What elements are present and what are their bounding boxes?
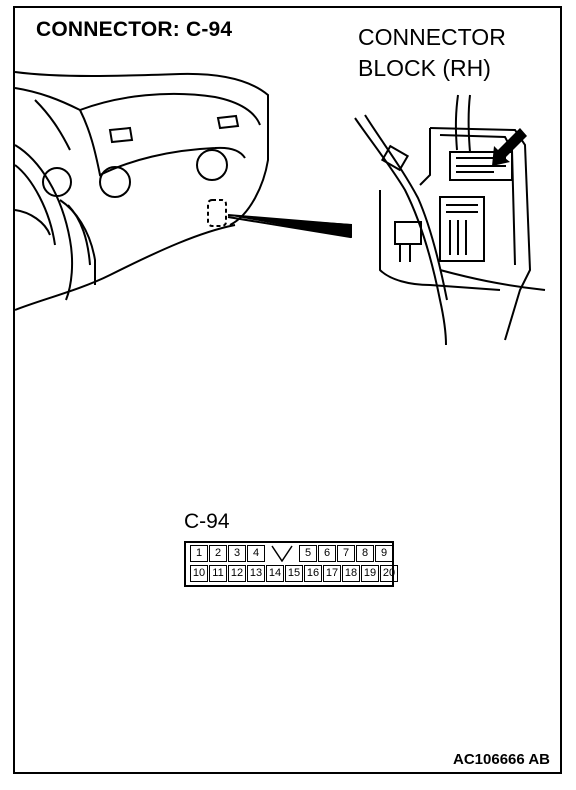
bracket-top — [429, 127, 532, 341]
connector-face: 1 2 3 4 5 6 7 8 9 10 11 12 13 14 15 16 1… — [184, 541, 398, 587]
lower-line — [439, 269, 546, 291]
wires-top — [454, 94, 459, 151]
pin: 20 — [380, 565, 398, 582]
gauge-right — [196, 149, 228, 181]
pin: 6 — [318, 545, 336, 562]
upper-connector — [449, 151, 513, 181]
pin: 14 — [266, 565, 284, 582]
pin: 4 — [247, 545, 265, 562]
pin: 16 — [304, 565, 322, 582]
block-label-line2: BLOCK (RH) — [358, 55, 491, 81]
steering-wheel-outer — [14, 144, 74, 301]
figure-frame — [13, 6, 562, 774]
pin: 12 — [228, 565, 246, 582]
bracket-side — [419, 128, 431, 186]
pin: 15 — [285, 565, 303, 582]
relay-box — [394, 221, 422, 245]
pin: 18 — [342, 565, 360, 582]
pin: 7 — [337, 545, 355, 562]
pin: 8 — [356, 545, 374, 562]
gauge-center — [99, 166, 131, 198]
connector-row-2: 10 11 12 13 14 15 16 17 18 19 20 — [190, 565, 399, 582]
vent-left — [108, 126, 134, 144]
connector-row-1: 1 2 3 4 5 6 7 8 9 — [190, 545, 394, 562]
connector-id-label: C-94 — [184, 510, 230, 533]
pin: 13 — [247, 565, 265, 582]
pin: 1 — [190, 545, 208, 562]
pin: 10 — [190, 565, 208, 582]
pin: 5 — [299, 545, 317, 562]
harness-main-2 — [364, 114, 448, 301]
figure-code: AC106666 AB — [453, 751, 550, 768]
pin: 17 — [323, 565, 341, 582]
lower-panel — [59, 199, 96, 285]
wires-top-2 — [467, 94, 471, 153]
connector-key-notch — [269, 545, 295, 562]
pin: 19 — [361, 565, 379, 582]
steering-spoke — [14, 209, 51, 236]
connector-block-label: CONNECTOR BLOCK (RH) — [358, 22, 506, 84]
cluster-top — [34, 99, 71, 151]
lower-connector — [439, 196, 485, 262]
steering-wheel-inner — [14, 164, 56, 246]
dashboard-upper-curve — [14, 87, 261, 126]
dashboard-outline — [14, 71, 269, 226]
vent-right — [216, 114, 240, 130]
clip — [380, 144, 410, 172]
relay-pins — [399, 244, 411, 262]
cluster-hood — [79, 109, 246, 177]
block-label-line1: CONNECTOR — [358, 24, 506, 50]
pin: 2 — [209, 545, 227, 562]
lower-connector-detail — [446, 204, 478, 255]
page-title: CONNECTOR: C-94 — [36, 18, 233, 41]
pin: 9 — [375, 545, 393, 562]
pin: 11 — [209, 565, 227, 582]
body-panel — [379, 190, 501, 291]
gauge-left — [42, 167, 72, 197]
pointer-wedge — [232, 216, 352, 238]
pin: 3 — [228, 545, 246, 562]
dashboard-lower-edge — [14, 224, 236, 311]
lower-panel-2 — [67, 204, 91, 266]
arrow-pointer — [492, 128, 527, 166]
connector-location — [207, 199, 227, 227]
